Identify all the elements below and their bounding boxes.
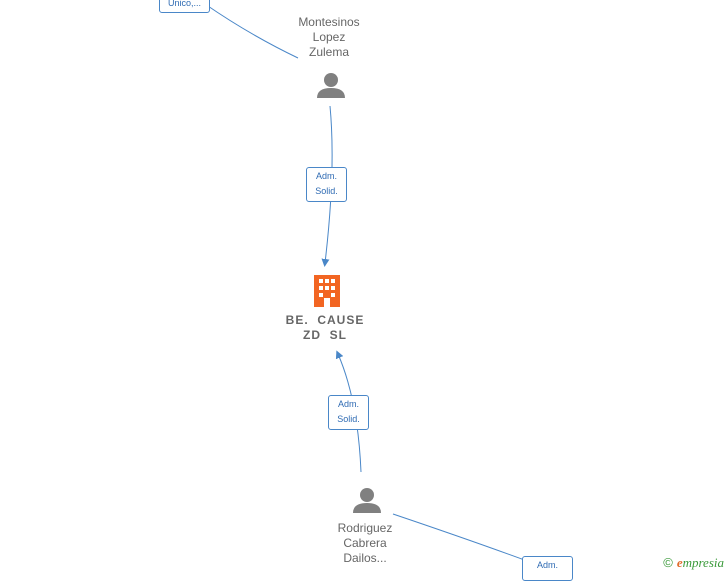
- brand-rest: mpresia: [682, 555, 724, 570]
- person-name-line: Montesinos: [298, 15, 360, 29]
- edge-top-to-montesinos: [204, 3, 299, 59]
- copyright-icon: ©: [663, 555, 673, 570]
- company-building-icon[interactable]: [314, 275, 340, 307]
- brand-initial: e: [676, 555, 683, 570]
- person-name-line: Dailos...: [343, 551, 387, 565]
- edge-label-rodriguez-company[interactable]: Adm. Solid.: [328, 395, 369, 430]
- edge-label-text: Solid.: [315, 186, 338, 196]
- company-label[interactable]: BE. CAUSE ZD SL: [274, 313, 376, 343]
- company-name-line: ZD SL: [303, 328, 347, 342]
- edge-label-bottom[interactable]: Adm.: [522, 556, 573, 581]
- person-icon-montesinos[interactable]: [317, 73, 345, 98]
- edge-label-text: Adm.: [337, 399, 359, 409]
- edge-label-text: Adm.: [315, 171, 337, 181]
- person-icon-rodriguez[interactable]: [353, 488, 381, 513]
- edge-label-text: Solid.: [337, 414, 360, 424]
- edge-label-text: Unico,...: [167, 0, 201, 8]
- person-name-line: Rodriguez: [337, 521, 393, 535]
- person-name-line: Cabrera: [343, 536, 387, 550]
- person-label-rodriguez[interactable]: Rodriguez Cabrera Dailos...: [319, 521, 411, 566]
- company-name-line: BE. CAUSE: [285, 313, 365, 327]
- empresia-watermark[interactable]: ©empresia: [663, 555, 724, 571]
- person-name-line: Lopez: [312, 30, 346, 44]
- person-name-line: Zulema: [308, 45, 349, 59]
- person-label-montesinos[interactable]: Montesinos Lopez Zulema: [283, 15, 375, 60]
- edge-rodriguez-to-bottom: [392, 513, 531, 563]
- edge-label-text: Adm.: [536, 560, 558, 570]
- edge-label-montesinos-company[interactable]: Adm. Solid.: [306, 167, 347, 202]
- edge-label-top[interactable]: Unico,...: [159, 0, 210, 13]
